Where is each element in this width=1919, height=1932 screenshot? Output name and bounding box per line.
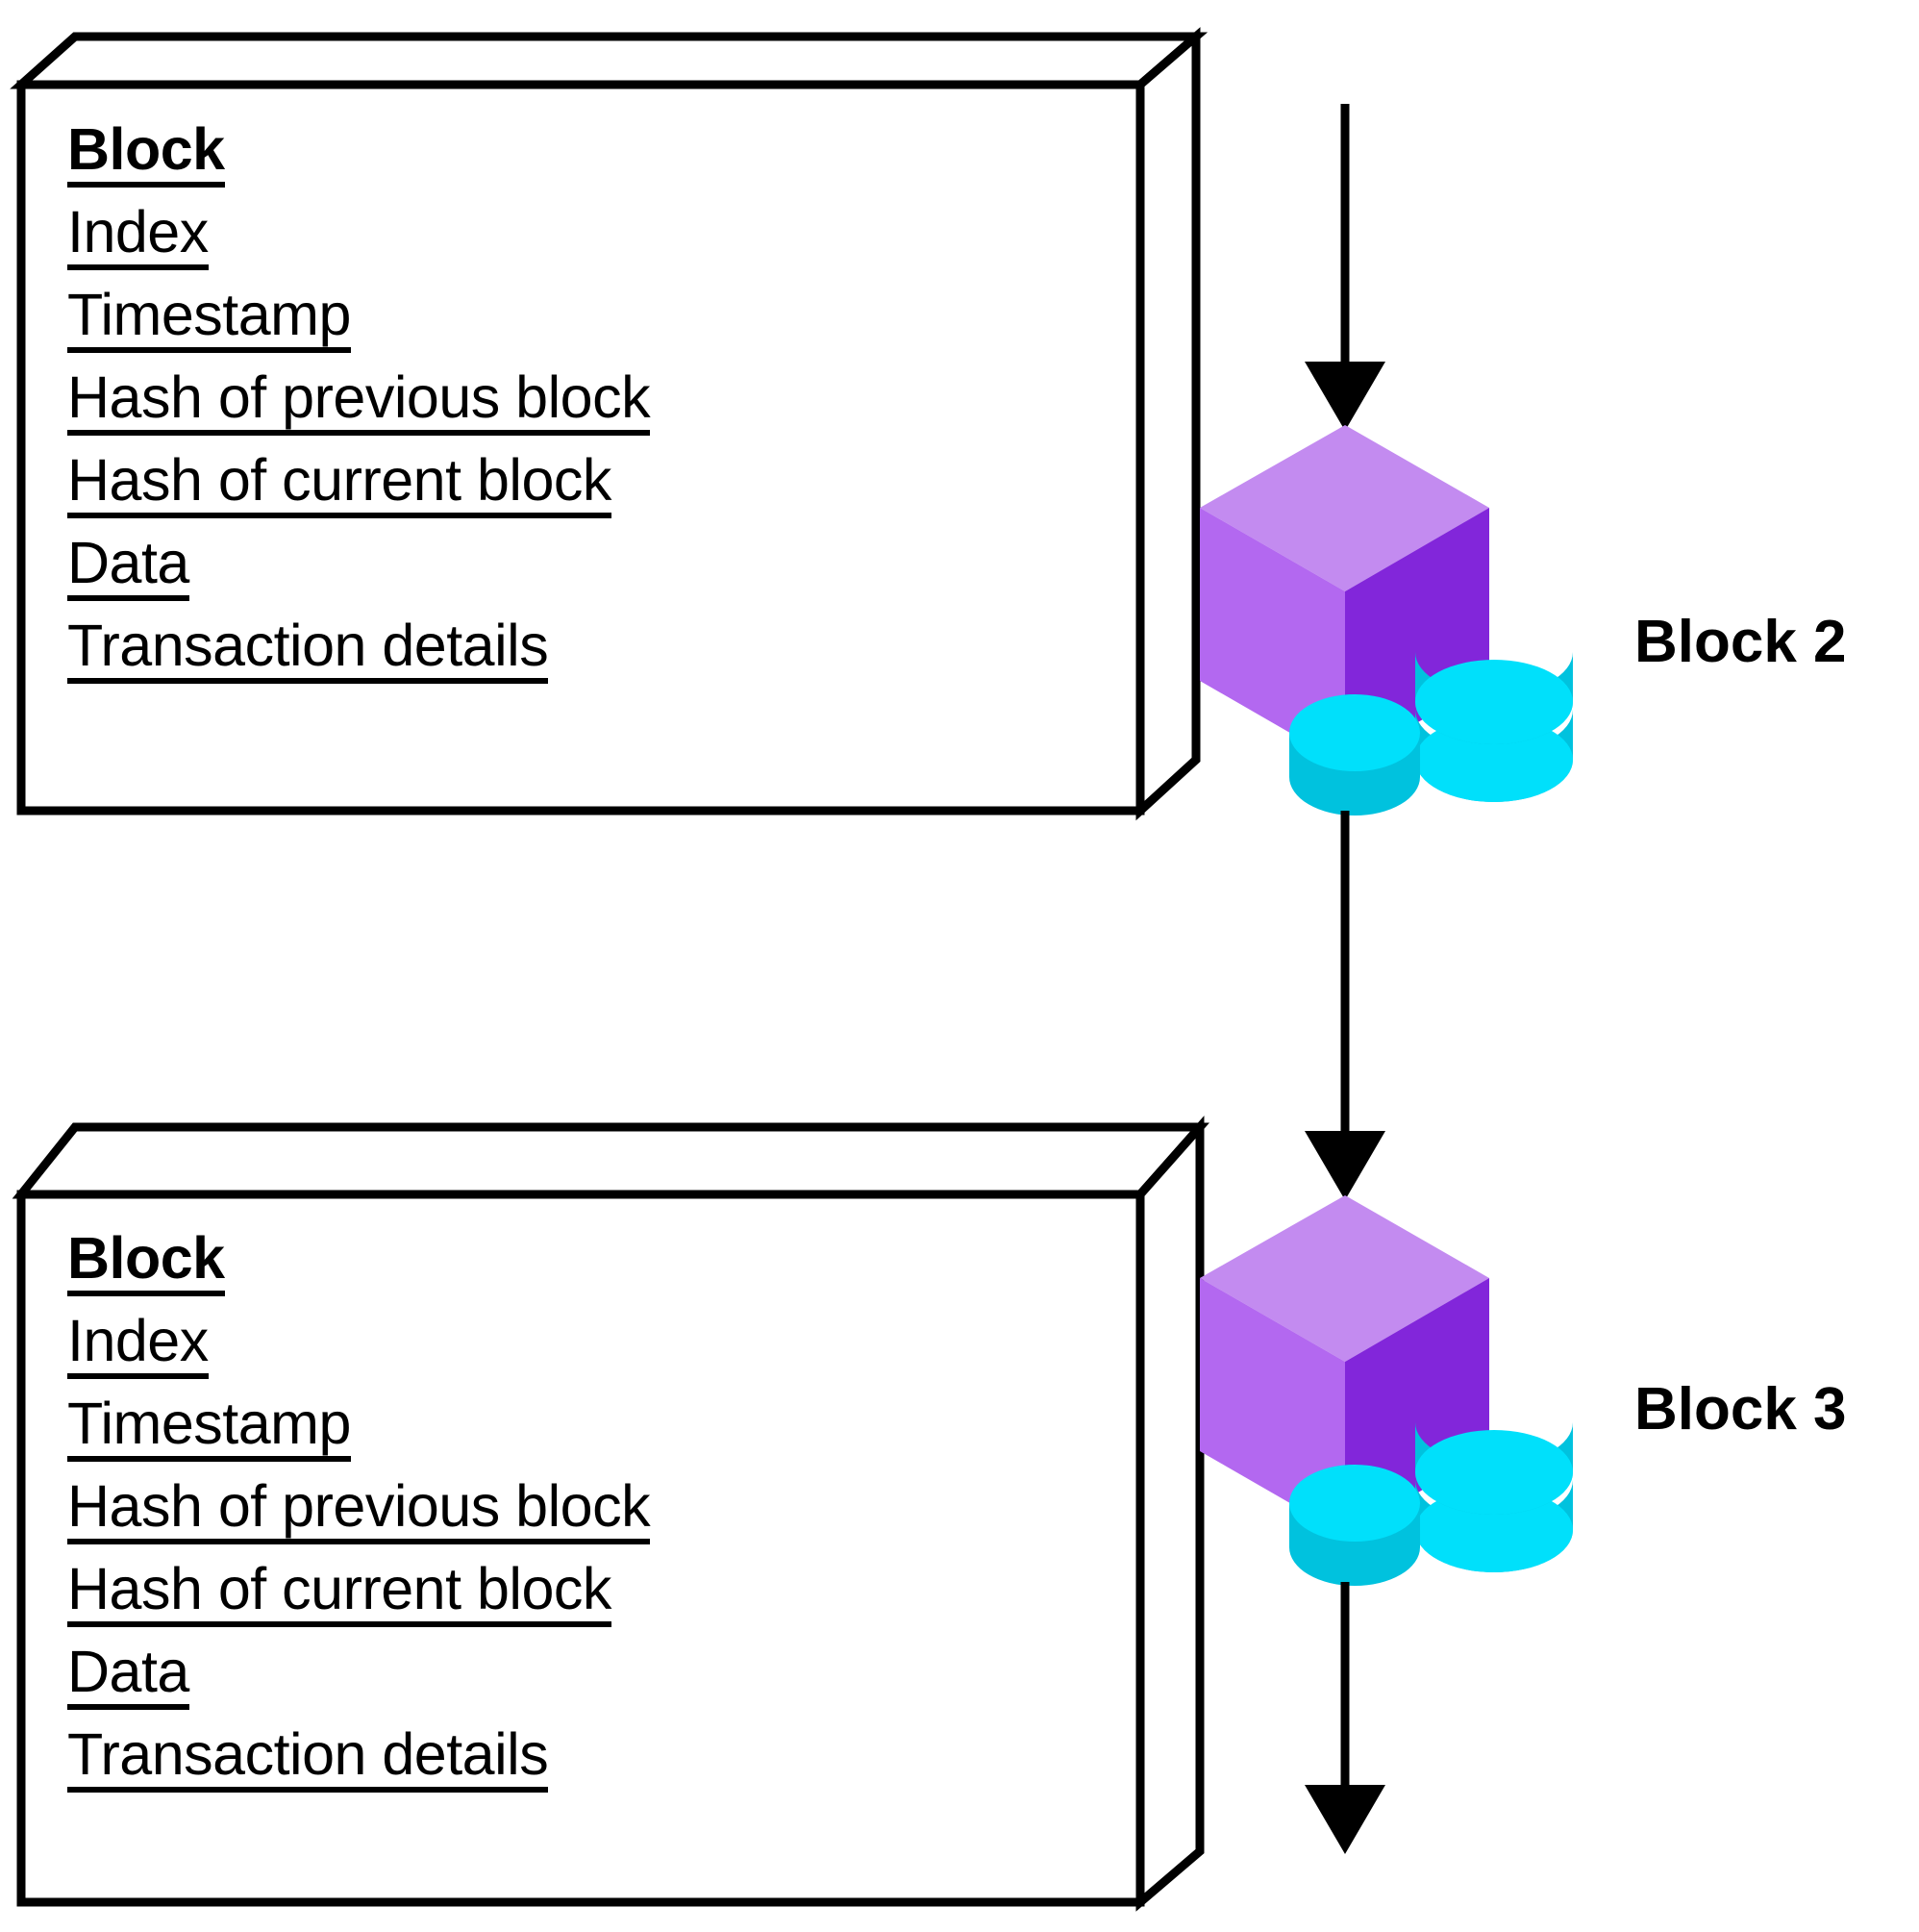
block-2-field-list: Block Index Timestamp Hash of previous b… — [67, 120, 651, 699]
block-3-field-hash-previous: Hash of previous block — [67, 1477, 651, 1544]
block-3-field-transaction-details: Transaction details — [67, 1725, 549, 1793]
block-3-field-index: Index — [67, 1312, 209, 1379]
block-3-chain-label: Block 3 — [1634, 1376, 1847, 1443]
block-2-field-data: Data — [67, 534, 189, 601]
block-2-field-transaction-details: Transaction details — [67, 616, 549, 684]
block-2-card-title: Block — [67, 120, 225, 188]
block-3-field-timestamp: Timestamp — [67, 1394, 351, 1462]
block-3-card-title: Block — [67, 1229, 225, 1296]
arrow-out-of-block-3 — [1305, 1582, 1385, 1854]
arrow-block-2-to-block-3 — [1305, 811, 1385, 1200]
block-3-field-data: Data — [67, 1643, 189, 1710]
block-2-field-hash-current: Hash of current block — [67, 451, 611, 518]
block-2-card-shape — [10, 27, 1209, 821]
block-2-chain-label: Block 2 — [1634, 609, 1847, 675]
block-2-field-timestamp: Timestamp — [67, 286, 351, 353]
block-2-field-hash-previous: Hash of previous block — [67, 368, 651, 436]
block-3-field-hash-current: Hash of current block — [67, 1560, 611, 1627]
arrow-into-block-2 — [1305, 104, 1385, 431]
block-2-coin-stack-icon — [1289, 652, 1573, 815]
block-3-field-list: Block Index Timestamp Hash of previous b… — [67, 1229, 651, 1808]
block-3-coin-stack-icon — [1289, 1422, 1573, 1586]
block-3-card-shape — [12, 1116, 1209, 1912]
block-2-field-index: Index — [67, 203, 209, 270]
